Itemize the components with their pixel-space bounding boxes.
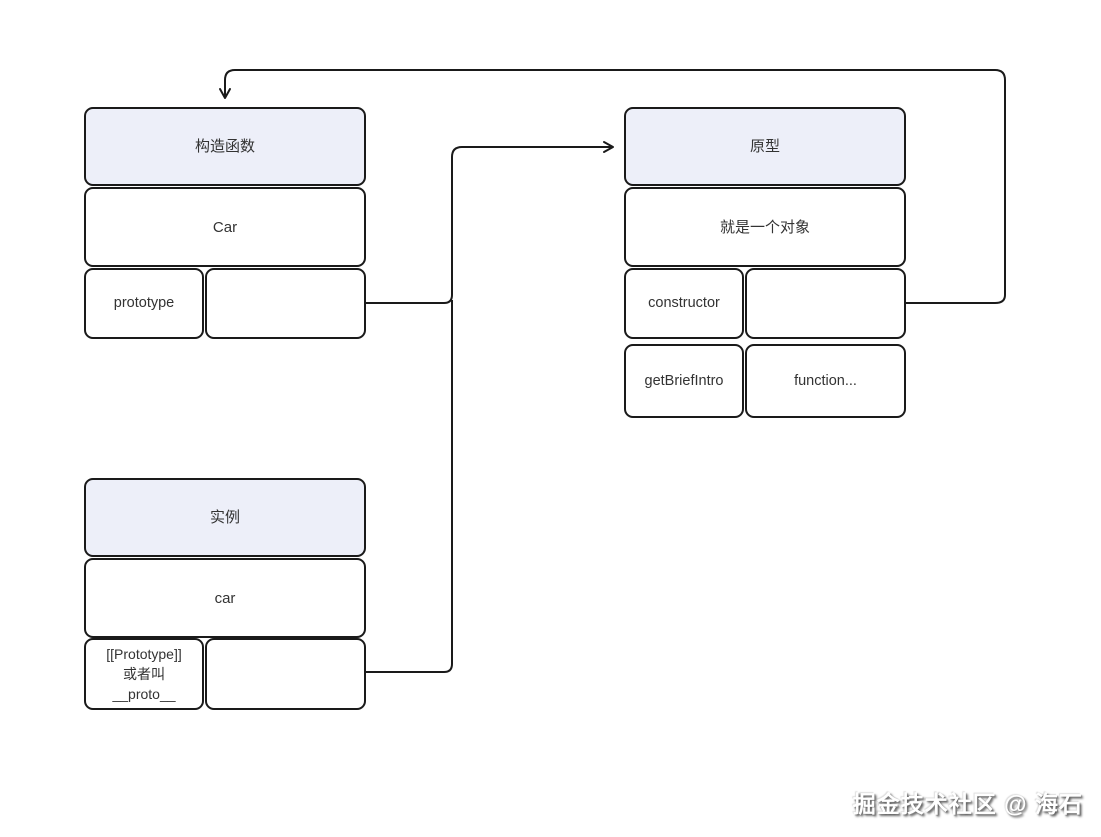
instance-proto-line: 或者叫	[123, 665, 165, 682]
prototype-box-desc: 就是一个对象	[624, 187, 906, 267]
instance-box-name: car	[84, 558, 366, 638]
prototype-box-title: 原型	[624, 107, 906, 186]
instance-proto-line: [[Prototype]]	[106, 645, 182, 662]
instance-box-title: 实例	[84, 478, 366, 557]
constructor-box-name: Car	[84, 187, 366, 267]
prototype-constructor-cell: constructor	[624, 268, 744, 339]
instance-proto-cell: [[Prototype]] 或者叫 __proto__	[84, 638, 204, 710]
constructor-box-title: 构造函数	[84, 107, 366, 186]
constructor-prototype-pointer-cell	[205, 268, 366, 339]
prototype-method-cell: getBriefIntro	[624, 344, 744, 418]
instance-proto-line: __proto__	[112, 686, 176, 703]
prototype-constructor-pointer-cell	[745, 268, 906, 339]
instance-proto-pointer-cell	[205, 638, 366, 710]
watermark: 掘金技术社区 @ 海石	[852, 791, 1083, 817]
prototype-method-value-cell: function...	[745, 344, 906, 418]
constructor-prototype-cell: prototype	[84, 268, 204, 339]
